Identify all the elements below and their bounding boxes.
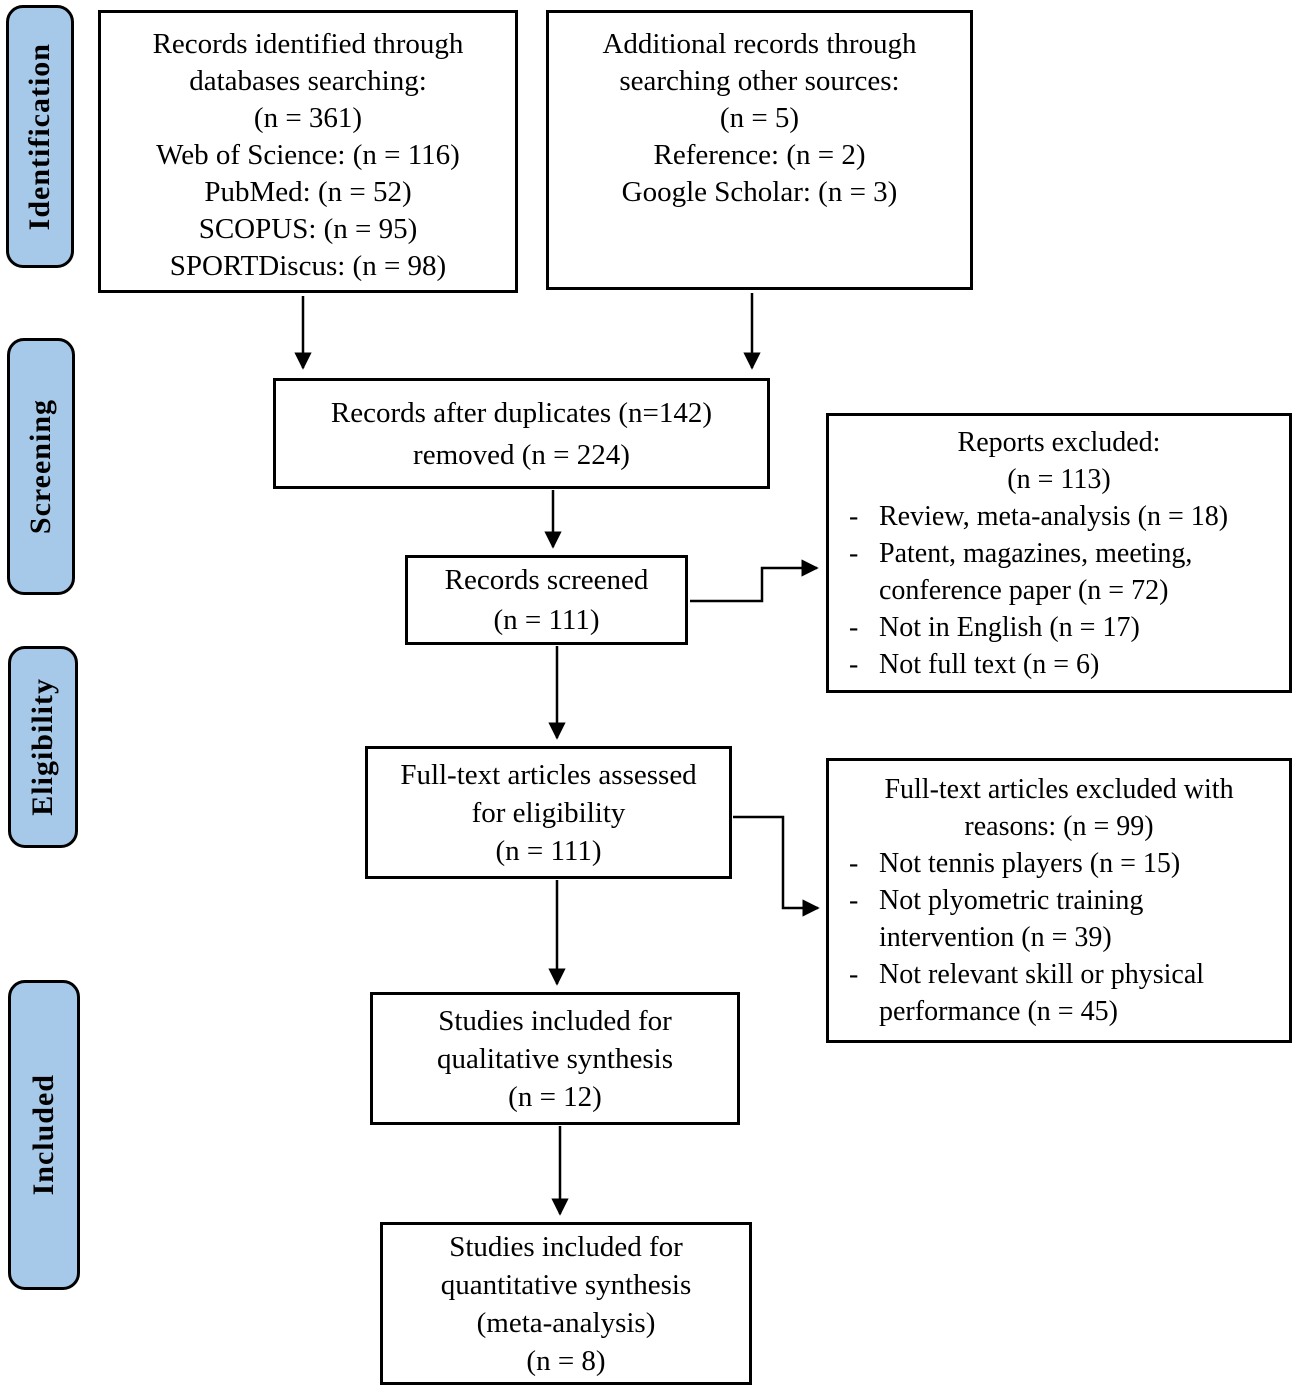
- box-quantitative-synthesis: Studies included for quantitative synthe…: [380, 1222, 752, 1385]
- excluded-reason-item: - Not tennis players (n = 15): [829, 845, 1289, 882]
- box-line: Records after duplicates (n=142): [330, 396, 713, 429]
- bullet-line: Not relevant skill or physical: [879, 959, 1205, 990]
- box-line: SCOPUS: (n = 95): [198, 213, 418, 245]
- box-header-line: reasons: (n = 99): [964, 811, 1154, 842]
- excluded-reason-item: - Not relevant skill or physical perform…: [829, 956, 1289, 1030]
- box-line: SPORTDiscus: (n = 98): [169, 250, 447, 282]
- bullet-dash: -: [849, 611, 859, 643]
- box-line: Full-text articles assessed: [400, 758, 697, 791]
- box-line: removed (n = 224): [413, 438, 630, 471]
- box-line: (n = 12): [508, 1080, 602, 1113]
- stage-label-identification-text: Identification: [23, 42, 56, 231]
- box-line: Records identified through: [152, 28, 464, 60]
- box-records-after-duplicates: Records after duplicates (n=142) removed…: [273, 378, 770, 489]
- box-line: Studies included for: [449, 1230, 683, 1263]
- arrow-fulltext-to-fulltext-excluded: [733, 815, 820, 917]
- bullet-line: Patent, magazines, meeting,: [879, 537, 1193, 569]
- stage-label-eligibility-text: Eligibility: [26, 678, 59, 816]
- stage-label-screening: Screening: [7, 338, 75, 595]
- box-reports-excluded: Reports excluded: (n = 113) - Review, me…: [826, 413, 1292, 693]
- bullet-dash: -: [849, 848, 859, 879]
- arrow-screened-to-reports-excluded: [690, 559, 819, 603]
- box-fulltext-assessed: Full-text articles assessed for eligibil…: [365, 746, 732, 879]
- box-header-line: Full-text articles excluded with: [884, 774, 1234, 805]
- box-line: (n = 111): [493, 604, 600, 636]
- box-line: for eligibility: [471, 796, 626, 829]
- excluded-reason-item: - Patent, magazines, meeting, conference…: [829, 535, 1289, 609]
- excluded-reason-item: - Not full text (n = 6): [829, 646, 1289, 683]
- box-line: PubMed: (n = 52): [204, 176, 412, 208]
- bullet-line: Not tennis players (n = 15): [879, 848, 1181, 879]
- bullet-dash: -: [849, 537, 859, 569]
- excluded-reason-item: - Not in English (n = 17): [829, 609, 1289, 646]
- box-line: Google Scholar: (n = 3): [621, 176, 898, 208]
- box-line: Studies included for: [438, 1004, 672, 1037]
- stage-label-included: Included: [8, 980, 80, 1290]
- bullet-dash: -: [849, 500, 859, 532]
- box-line: (n = 361): [253, 102, 363, 134]
- box-line: databases searching:: [189, 65, 427, 97]
- bullet-dash: -: [849, 648, 859, 680]
- box-line: searching other sources:: [619, 65, 900, 97]
- bullet-line: Not full text (n = 6): [879, 648, 1100, 680]
- box-header-line: Reports excluded:: [957, 426, 1161, 458]
- box-records-screened: Records screened (n = 111): [405, 555, 688, 645]
- box-line: (n = 111): [495, 834, 602, 867]
- bullet-line: Not plyometric training: [879, 885, 1144, 916]
- box-header-line: (n = 113): [1007, 463, 1111, 495]
- box-line: Reference: (n = 2): [653, 139, 866, 171]
- box-fulltext-excluded: Full-text articles excluded with reasons…: [826, 758, 1292, 1043]
- stage-label-identification: Identification: [6, 5, 74, 268]
- box-additional-records-other-sources: Additional records through searching oth…: [546, 10, 973, 290]
- box-line: (n = 8): [526, 1344, 606, 1377]
- box-line: (n = 5): [719, 102, 800, 134]
- box-line: (meta-analysis): [476, 1306, 656, 1339]
- stage-label-eligibility: Eligibility: [8, 646, 78, 848]
- box-line: quantitative synthesis: [440, 1268, 692, 1301]
- box-line: Additional records through: [602, 28, 917, 60]
- bullet-line: Not in English (n = 17): [879, 611, 1140, 643]
- bullet-dash: -: [849, 959, 859, 990]
- box-line: qualitative synthesis: [437, 1042, 673, 1075]
- box-records-identified-databases: Records identified through databases sea…: [98, 10, 518, 293]
- box-line: Records screened: [444, 564, 649, 596]
- bullet-line: intervention (n = 39): [879, 922, 1112, 953]
- bullet-line: Review, meta-analysis (n = 18): [879, 500, 1229, 532]
- stage-label-screening-text: Screening: [24, 398, 57, 535]
- bullet-dash: -: [849, 885, 859, 916]
- stage-label-included-text: Included: [27, 1074, 60, 1196]
- bullet-line: performance (n = 45): [879, 996, 1118, 1027]
- box-qualitative-synthesis: Studies included for qualitative synthes…: [370, 992, 740, 1125]
- bullet-line: conference paper (n = 72): [879, 574, 1169, 606]
- excluded-reason-item: - Review, meta-analysis (n = 18): [829, 498, 1289, 535]
- excluded-reason-item: - Not plyometric training intervention (…: [829, 882, 1289, 956]
- box-line: Web of Science: (n = 116): [156, 139, 460, 171]
